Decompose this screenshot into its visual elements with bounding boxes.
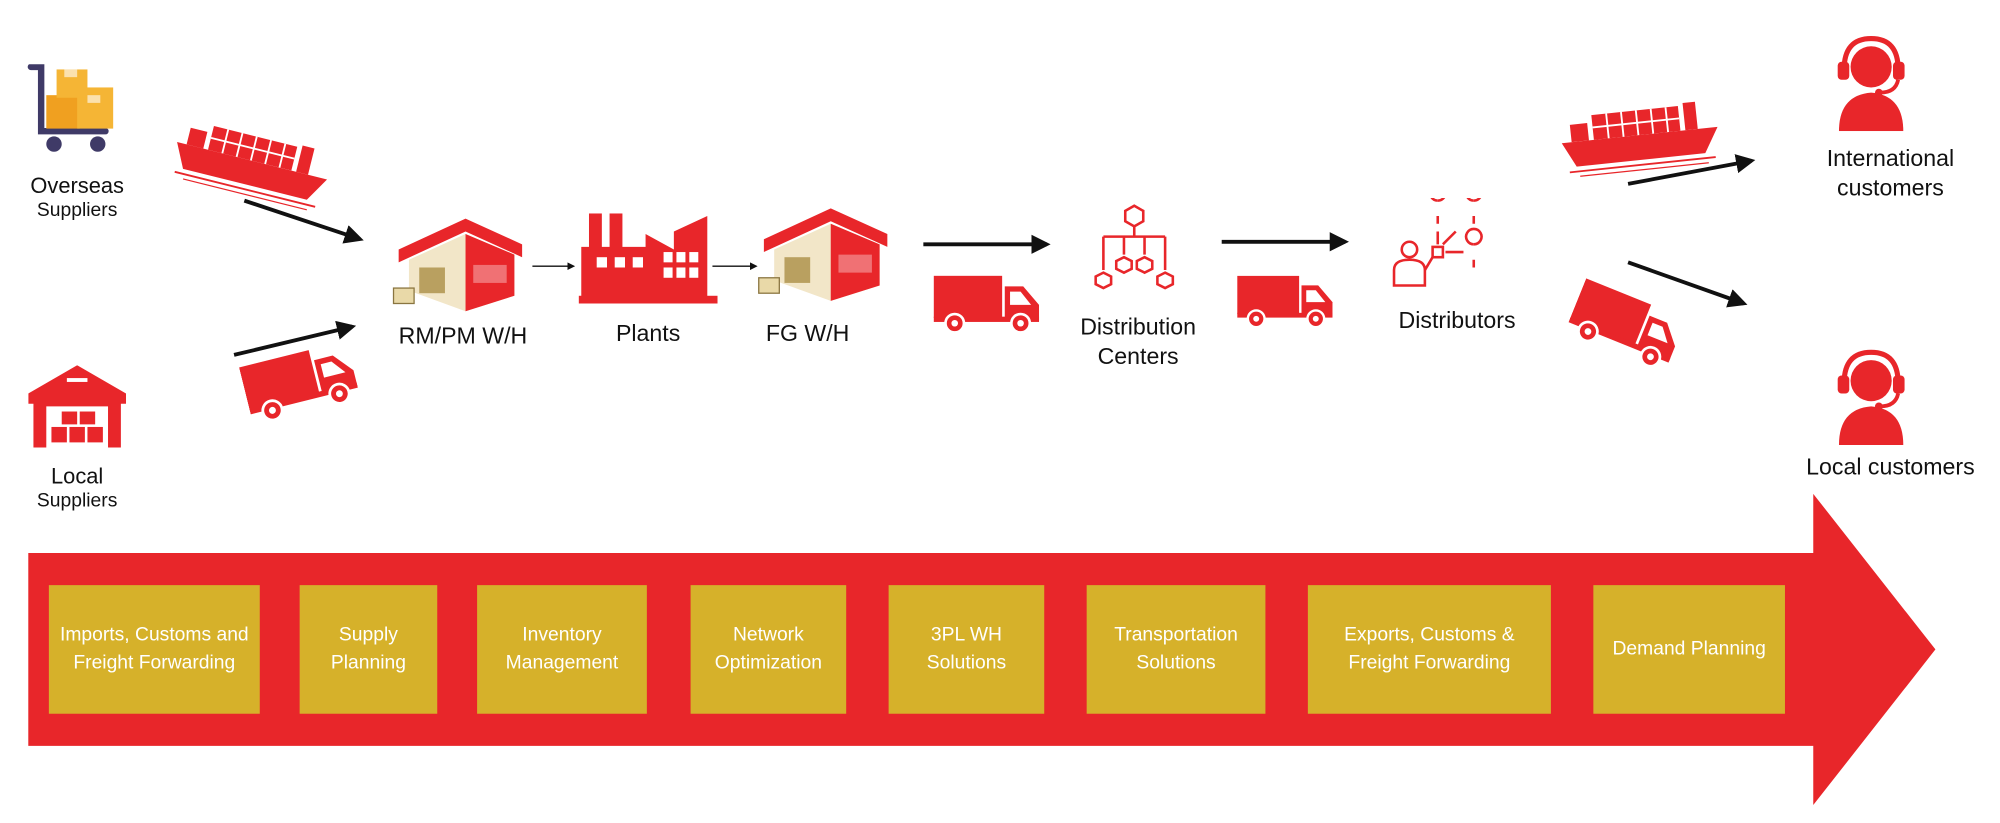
arrow-to-international (1627, 154, 1756, 186)
plants-label: Plants (615, 320, 681, 346)
arrow-overseas-to-rmpm (243, 198, 364, 244)
distribution-network-icon (1094, 204, 1175, 290)
warehouse-boxes-icon (28, 365, 127, 448)
customer-headset-icon (1826, 347, 1916, 445)
overseas-suppliers-label: Overseas Suppliers (30, 173, 124, 222)
distributor-network-icon (1392, 198, 1483, 287)
rm-pm-wh-label: RM/PM W/H (398, 322, 528, 349)
local-customers-label: Local customers (1806, 453, 1975, 480)
rm-pm-warehouse-icon (392, 217, 523, 312)
distributors-label: Distributors (1398, 307, 1516, 334)
international-customers-label: International customers (1826, 145, 1955, 200)
arrow-to-local-customers (1627, 260, 1748, 308)
fg-warehouse-icon (758, 207, 889, 302)
hand-truck-boxes-icon (27, 64, 114, 152)
arrow-local-to-rmpm (233, 320, 357, 357)
distribution-centers-label: Distribution Centers (1080, 313, 1197, 369)
service-box-exports-customs: Exports, Customs &Freight Forwarding (1307, 585, 1551, 714)
factory-icon (578, 213, 718, 304)
delivery-truck-icon (933, 274, 1041, 334)
local-suppliers-label: Local Suppliers (36, 464, 118, 513)
fg-wh-label: FG W/H (765, 320, 850, 346)
service-box-demand-planning: Demand Planning (1593, 585, 1785, 714)
delivery-truck-icon (1237, 274, 1334, 329)
customer-headset-icon (1826, 33, 1916, 131)
